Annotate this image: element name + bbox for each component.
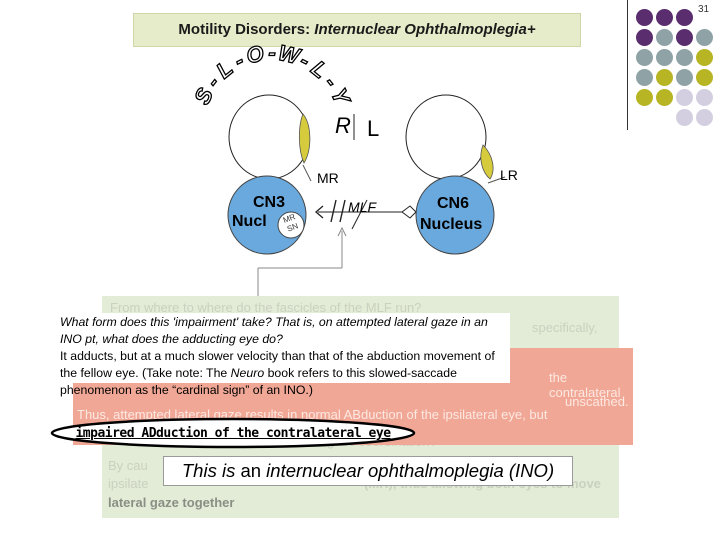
ino-rest: internuclear ophthalmoplegia (INO) (261, 460, 554, 481)
impaired-adduction-text: impaired ADduction of the contralateral … (52, 419, 414, 449)
arc-letter: - (268, 40, 275, 65)
left-eye (406, 95, 486, 179)
slowly-arc-text: S-L-O-W-L-Y (189, 40, 356, 110)
ino-article: an (240, 460, 261, 481)
cn6-nucleus (416, 176, 494, 254)
label-r: R (335, 113, 351, 139)
ino-conclusion-box: This is an internuclear ophthalmoplegia … (163, 456, 573, 486)
label-l: L (367, 116, 379, 142)
arc-letter: Y (326, 84, 356, 110)
label-mr: MR (317, 170, 339, 186)
label-cn6-nucleus: Nucleus (420, 216, 482, 234)
left-lr-muscle (481, 145, 493, 179)
right-mr-muscle (299, 114, 310, 163)
label-lr: LR (500, 167, 518, 183)
ino-prefix: This is (182, 460, 241, 481)
label-cn6: CN6 (437, 195, 469, 213)
right-eye (229, 95, 309, 179)
label-cn3-nucl: Nucl (232, 213, 267, 231)
arc-letter: O (244, 40, 266, 68)
label-mlf: MLF (348, 199, 376, 215)
label-cn3: CN3 (253, 194, 285, 212)
